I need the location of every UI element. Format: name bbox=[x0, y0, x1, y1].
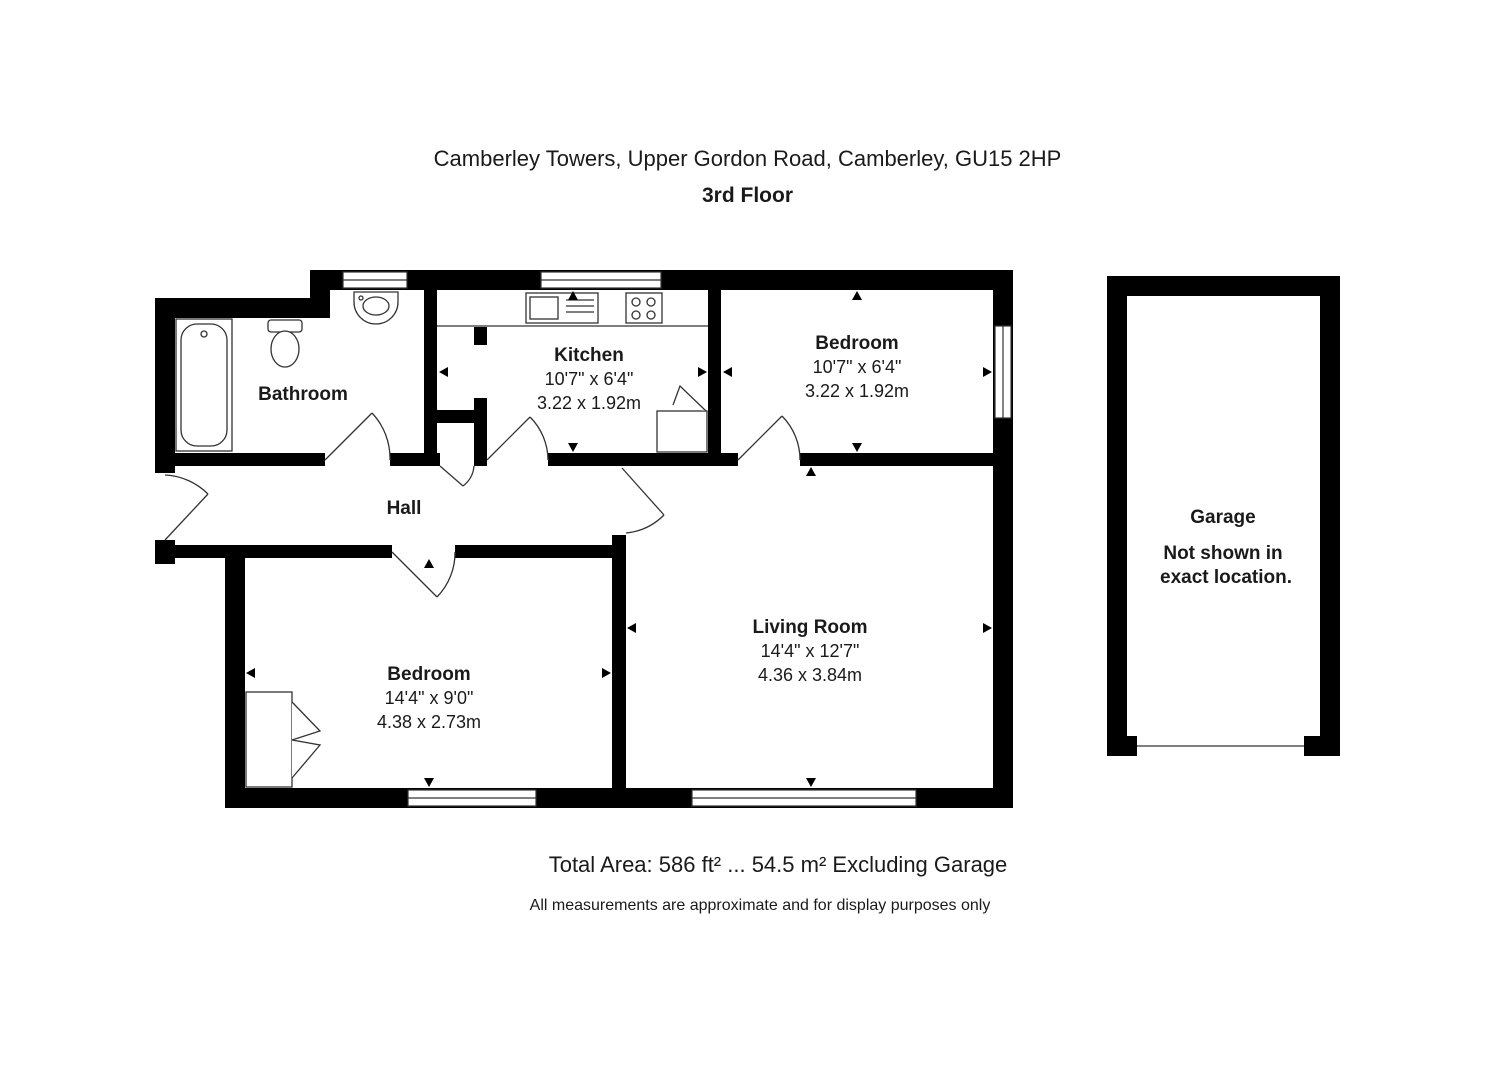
total-area: Total Area: 586 ft² ... 54.5 m² Excludin… bbox=[548, 852, 1008, 877]
wardrobe bbox=[245, 691, 322, 788]
dimension-arrows bbox=[246, 291, 992, 787]
garage-note-line2: exact location. bbox=[1160, 567, 1292, 588]
walls bbox=[155, 270, 1340, 808]
floor-label: 3rd Floor bbox=[701, 184, 793, 207]
room-label-bedroom-top: Bedroom bbox=[815, 333, 898, 354]
property-address: Camberley Towers, Upper Gordon Road, Cam… bbox=[433, 146, 1062, 171]
kitchen-dimensions-imperial: 10'7" x 6'4" bbox=[545, 369, 634, 389]
living-room-dimensions-imperial: 14'4" x 12'7" bbox=[761, 641, 860, 661]
room-label-garage: Garage bbox=[1190, 507, 1255, 528]
bedroom-bottom-dimensions-metric: 4.38 x 2.73m bbox=[377, 712, 481, 732]
room-label-hall: Hall bbox=[387, 498, 422, 519]
room-label-kitchen: Kitchen bbox=[554, 345, 624, 366]
bedroom-top-dimensions-metric: 3.22 x 1.92m bbox=[805, 381, 909, 401]
doors bbox=[164, 412, 801, 598]
garage-note-line1: Not shown in bbox=[1163, 543, 1282, 564]
kitchen-dimensions-metric: 3.22 x 1.92m bbox=[537, 393, 641, 413]
toilet bbox=[267, 319, 303, 333]
living-room-dimensions-metric: 4.36 x 3.84m bbox=[758, 665, 862, 685]
bedroom-top-dimensions-imperial: 10'7" x 6'4" bbox=[813, 357, 902, 377]
disclaimer: All measurements are approximate and for… bbox=[529, 897, 991, 914]
bathroom-fixtures bbox=[175, 291, 399, 452]
kitchen-fixtures bbox=[437, 292, 708, 453]
windows bbox=[342, 271, 1304, 807]
room-label-bathroom: Bathroom bbox=[258, 384, 348, 405]
bedroom-bottom-dimensions-imperial: 14'4" x 9'0" bbox=[385, 688, 474, 708]
room-label-living-room: Living Room bbox=[752, 617, 867, 638]
room-label-bedroom-bottom: Bedroom bbox=[387, 664, 470, 685]
hob bbox=[625, 292, 663, 324]
